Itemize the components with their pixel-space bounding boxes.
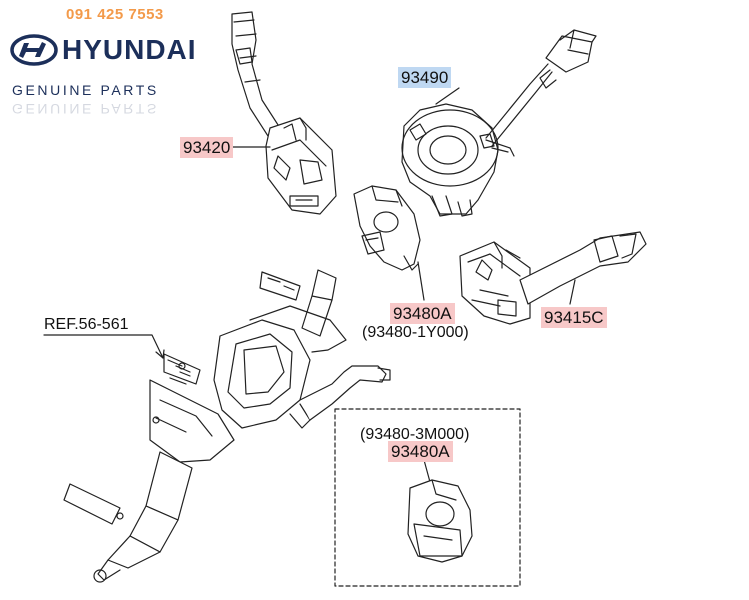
callout-93490: 93490: [398, 67, 452, 88]
angle-sensor-upper-drawing: [353, 185, 421, 271]
leader-93480a-lower: [423, 459, 431, 483]
brand-tagline: GENUINE PARTS: [12, 82, 159, 98]
brand-wordmark: HYUNDAI: [62, 34, 197, 65]
callout-93480a-lower: 93480A: [388, 441, 453, 462]
leader-93490: [435, 87, 460, 105]
steering-column-drawing: [63, 269, 391, 583]
switch-93420-drawing: [231, 11, 337, 215]
callout-93480a-upper: 93480A: [390, 303, 455, 324]
ref-leader-arrow: [155, 349, 165, 359]
callout-93420: 93420: [180, 137, 234, 158]
clock-spring-93490-drawing: [401, 29, 597, 217]
hyundai-logo-icon: [10, 34, 58, 66]
ref-leader-line: [43, 334, 164, 359]
callout-93415c: 93415C: [541, 307, 607, 328]
callout-93480-1y000: (93480-1Y000): [362, 324, 469, 341]
callout-ref-56-561: REF.56-561: [44, 316, 129, 333]
alternate-part-box: [334, 408, 521, 587]
switch-93415c-drawing: [459, 231, 647, 325]
leader-93415c: [569, 279, 576, 305]
phone-number: 091 425 7553: [66, 6, 164, 23]
angle-sensor-lower-drawing: [407, 479, 473, 563]
leader-93480a-upper: [417, 261, 425, 301]
callout-93480-3m000: (93480-3M000): [360, 426, 470, 443]
